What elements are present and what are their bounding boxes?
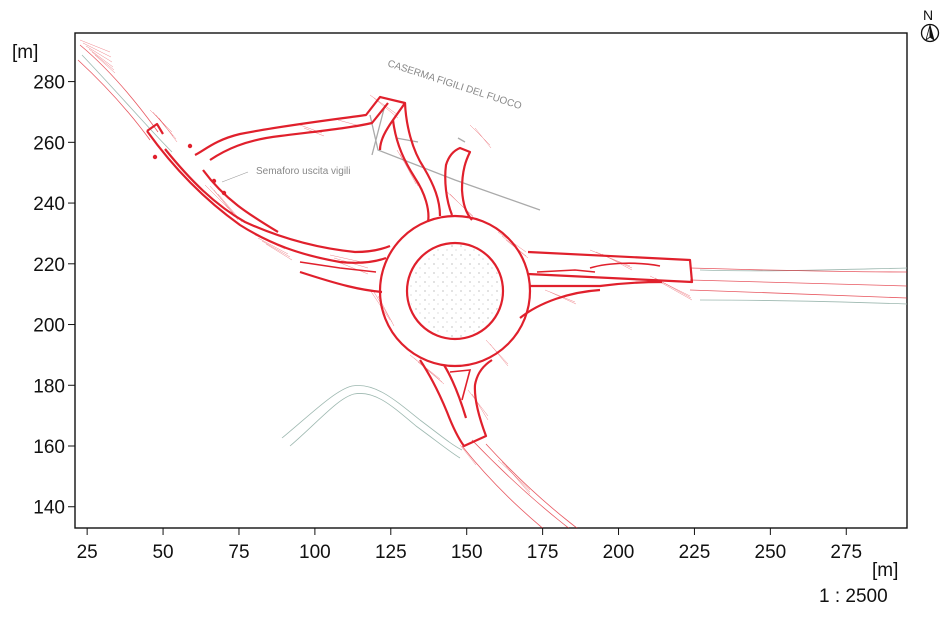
island-hatch [536,269,596,273]
fire-station-outline [369,104,541,211]
x-tick-label: 250 [755,542,787,563]
y-tick-label: 240 [33,194,65,215]
island-hatch [449,369,472,401]
hatch [396,149,419,187]
central-island-fill [409,245,501,337]
x-tick-label: 100 [299,542,331,563]
loop-road-edge [202,169,279,233]
nw-road-end [146,122,164,135]
north-arrow-icon: N [920,7,940,43]
y-axis-unit: [m] [12,42,38,63]
island-hatch [589,262,661,269]
approach-lanes [77,44,907,528]
y-tick-label: 160 [33,437,65,458]
nw-road-edge [299,270,383,294]
hatch [459,444,477,466]
splitter-islands [299,261,661,401]
east-branch-edge [519,288,601,319]
loop-road-edge [391,119,430,223]
annotation-leader [221,171,249,183]
south-branch-edge [419,359,493,448]
signal-marker [187,143,193,149]
approach-lane [461,445,544,528]
roundabout-central-island [405,241,505,341]
existing-road-edges [81,54,907,459]
x-axis-ticks: 25 50 75 100 125 150 175 200 225 250 275 [77,528,862,563]
signal-note-label: Semaforo uscita vigili [256,166,350,177]
y-tick-label: 200 [33,316,65,337]
building-wall [369,114,541,211]
signal-marker [211,178,217,184]
y-tick-label: 280 [33,73,65,94]
building-wall [395,137,419,143]
y-tick-label: 140 [33,498,65,519]
hatch [544,289,577,305]
existing-road-edge [289,392,461,459]
fire-station-label: CASERMA FIGILI DEL FUOCO [386,58,523,112]
loop-road-edge [209,102,389,161]
traffic-signals [152,143,227,196]
y-tick-label: 220 [33,255,65,276]
y-tick-label: 180 [33,376,65,397]
x-tick-label: 150 [451,542,483,563]
approach-lane [471,439,570,528]
approach-lane [689,279,907,287]
x-tick-label: 125 [375,542,407,563]
map-layer [77,39,907,528]
hatch [467,389,489,421]
x-tick-label: 25 [77,542,98,563]
x-tick-label: 75 [228,542,249,563]
hatch [204,184,243,223]
east-branch-edge [530,280,663,288]
hatch [149,109,178,143]
signal-marker [221,190,227,196]
existing-road-edge [281,385,463,451]
loop-road-edge [403,102,442,217]
island-hatch [299,261,377,273]
approach-lane [77,59,151,141]
approach-lane [485,443,578,528]
loop-road-edge [194,95,407,156]
existing-road-edge [81,54,173,153]
x-tick-label: 200 [603,542,635,563]
existing-road-edge [699,299,907,305]
approach-lane [79,44,159,133]
x-axis-unit: [m] [872,560,898,581]
hatch [469,124,492,149]
building-wall [457,137,466,143]
sight-hatches [79,39,693,495]
approach-lane [689,267,907,273]
hatch [444,189,475,219]
y-tick-label: 260 [33,133,65,154]
x-tick-label: 175 [527,542,559,563]
x-tick-label: 225 [679,542,711,563]
scale-label: 1 : 2500 [819,586,888,607]
road-design [146,95,694,448]
nw-road-edge [164,148,391,254]
east-branch-edge [527,250,694,284]
building-wall [371,104,386,156]
hatch [79,39,116,74]
x-tick-label: 50 [152,542,173,563]
x-tick-label: 275 [830,542,862,563]
hatch [497,459,531,495]
nw-road-edge [146,130,387,264]
north-branch-edge [444,146,473,221]
plot-frame [74,32,908,529]
south-branch-edge [443,364,468,419]
approach-lane [689,289,907,299]
north-arrow-right [929,24,935,42]
north-label: N [923,7,933,23]
y-axis-ticks: 140 160 180 200 220 240 260 280 [33,73,75,519]
signal-marker [152,154,158,160]
